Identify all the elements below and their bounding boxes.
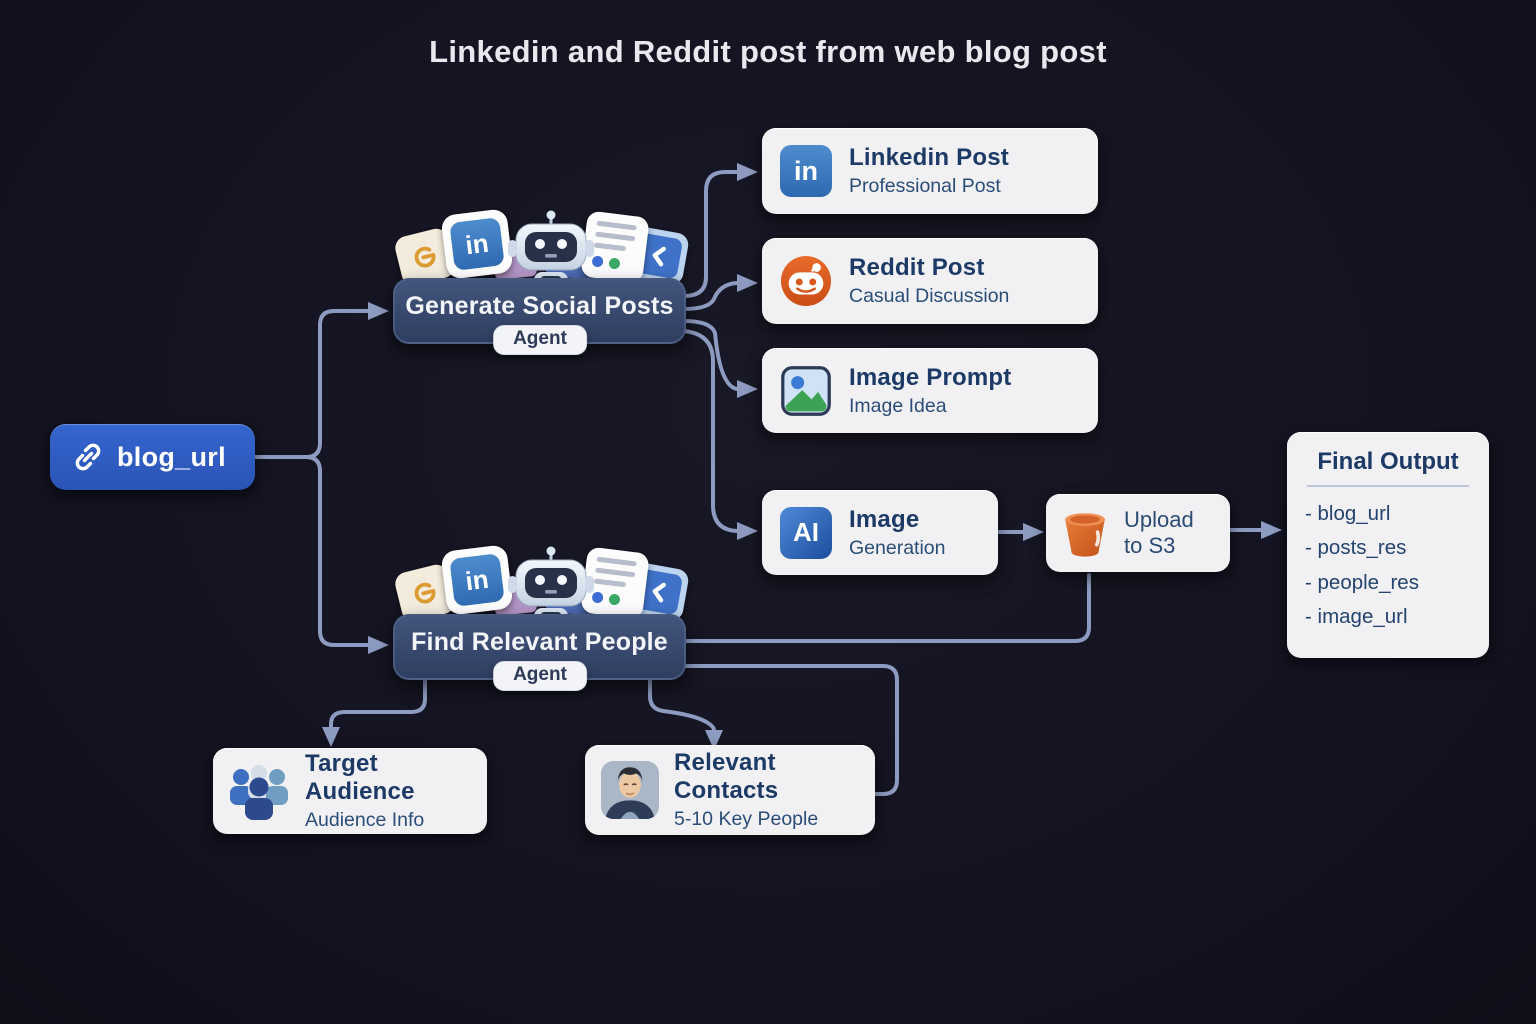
final-output-item: - blog_url bbox=[1305, 502, 1391, 525]
contact-avatar bbox=[601, 761, 659, 819]
image-generation-title: Image bbox=[849, 505, 920, 533]
edge-find-to-audience bbox=[322, 678, 427, 747]
audience-group-icon bbox=[230, 765, 288, 820]
find-relevant-people-label: Find Relevant People bbox=[411, 628, 668, 656]
image-generation-subtitle: Generation bbox=[849, 536, 946, 559]
final-output-divider bbox=[1307, 485, 1469, 487]
image-generation-card: AI Image Generation bbox=[762, 490, 998, 575]
find-agent-badge: Agent bbox=[493, 661, 587, 691]
doc-dot-green bbox=[608, 257, 621, 270]
final-output-title: Final Output bbox=[1317, 448, 1459, 475]
upload-s3-card: Upload to S3 bbox=[1046, 494, 1230, 572]
email-app-icon bbox=[392, 226, 458, 288]
share-app-icon bbox=[627, 225, 691, 287]
linkedin-icon: in bbox=[780, 145, 832, 197]
s3-bucket-icon bbox=[1065, 513, 1105, 557]
relevant-contacts-title: Relevant Contacts bbox=[674, 749, 779, 804]
edge-blog-to-agents bbox=[253, 302, 389, 654]
reddit-icon bbox=[780, 255, 832, 307]
generate-social-posts-label: Generate Social Posts bbox=[405, 292, 674, 320]
linkedin-post-card: in Linkedin Post Professional Post bbox=[762, 128, 1098, 214]
reddit-post-subtitle: Casual Discussion bbox=[849, 285, 1010, 307]
final-output-item: - posts_res bbox=[1305, 536, 1407, 560]
edge-find-to-contacts-side bbox=[682, 664, 899, 796]
target-audience-card: Target Audience Audience Info bbox=[213, 748, 487, 834]
generate-agent-badge: Agent bbox=[493, 325, 587, 355]
image-prompt-title: Image Prompt bbox=[849, 363, 1012, 391]
relevant-contacts-card: Relevant Contacts 5-10 Key People bbox=[585, 745, 875, 835]
email-app-icon bbox=[392, 562, 458, 624]
generate-social-posts-node: Generate Social Posts bbox=[393, 278, 686, 344]
share-app-icon bbox=[627, 561, 691, 623]
edge-s3-to-final bbox=[1228, 521, 1282, 539]
image-prompt-subtitle: Image Idea bbox=[849, 394, 947, 417]
edge-find-to-contacts bbox=[648, 678, 723, 750]
edge-generate-to-outputs bbox=[682, 163, 758, 540]
doc-dot-green bbox=[608, 593, 621, 606]
relevant-contacts-subtitle: 5-10 Key People bbox=[674, 808, 819, 830]
linkedin-glyph: in bbox=[449, 553, 505, 607]
final-output-item: - image_url bbox=[1305, 605, 1408, 629]
linkedin-glyph: in bbox=[449, 217, 505, 271]
target-audience-title: Target Audience bbox=[305, 750, 415, 805]
edge-imagegen-to-s3 bbox=[995, 523, 1044, 541]
page-title: Linkedin and Reddit post from web blog p… bbox=[429, 34, 1107, 69]
link-icon bbox=[75, 443, 101, 471]
final-output-item: - people_res bbox=[1305, 570, 1419, 594]
blog-url-node: blog_url bbox=[50, 424, 255, 490]
ai-icon: AI bbox=[780, 506, 832, 559]
edge-find-to-s3 bbox=[682, 573, 1091, 643]
image-prompt-card: Image Prompt Image Idea bbox=[762, 348, 1098, 433]
final-output-card: Final Output - blog_url - posts_res - peop… bbox=[1287, 432, 1489, 658]
reddit-post-card: Reddit Post Casual Discussion bbox=[762, 238, 1098, 324]
reddit-post-title: Reddit Post bbox=[849, 254, 985, 281]
linkedin-post-title: Linkedin Post bbox=[849, 144, 1009, 171]
upload-s3-label: Upload to S3 bbox=[1124, 507, 1194, 558]
blog-url-label: blog_url bbox=[117, 441, 226, 472]
linkedin-post-subtitle: Professional Post bbox=[849, 175, 1001, 197]
linkedin-app-icon: in bbox=[440, 544, 514, 616]
final-output-list: - blog_url - posts_res - people_res - image… bbox=[1305, 497, 1471, 635]
linkedin-app-icon: in bbox=[440, 208, 514, 280]
target-audience-subtitle: Audience Info bbox=[305, 809, 425, 831]
image-icon bbox=[781, 365, 831, 416]
